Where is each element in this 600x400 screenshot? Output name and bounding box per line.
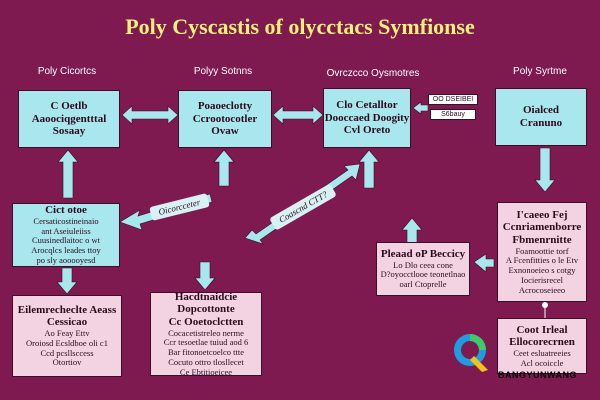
node-10-line-2: Acl ocoiccle: [520, 357, 564, 368]
node-4-line-1: Oialced: [522, 104, 560, 117]
node-box-3: Clo Cetalltor Dooccaed Doogity Cvl Oreto: [323, 88, 411, 148]
node-6-line-1: Ao Feay Ettv: [44, 328, 90, 339]
node-box-8: Pleaad oP Beccicy Lo Dlo ceea cone D?oyo…: [376, 242, 470, 296]
node-9-title-1: I'caeeo Fej: [516, 208, 568, 221]
node-5-line-5: po sly aooooyesd: [36, 254, 96, 265]
node-9-line-3: Exnonoeieo s cotgy: [508, 265, 576, 276]
arrow-b1-b2: [121, 105, 179, 125]
pill-label-1: OO DSEIBEI: [428, 94, 478, 105]
node-8-line-3: oarl Ctoprelle: [399, 279, 447, 290]
node-6-line-4: Otortiov: [52, 357, 82, 368]
node-6-line-2: Oroiosd Ecsldboe oli c1: [26, 337, 108, 348]
node-3-line-2: Dooccaed Doogity: [324, 111, 410, 124]
node-2-line-3: Ovaw: [211, 125, 239, 138]
arrow-b2-b3: [272, 105, 324, 125]
node-7-line-2: Ccr tesoetlae tuiud aod 6: [163, 337, 249, 348]
node-2-line-2: Ccrootocotler: [192, 112, 258, 125]
q-logo-icon: [454, 334, 488, 372]
diagram-title: Poly Cyscastis of olycctacs Symfionse: [125, 14, 475, 39]
pill-label-2: S6bauy: [430, 109, 476, 120]
node-9-title-2: Ccnriamenborre: [502, 221, 582, 234]
column-header-1: Poly Cicortcs: [37, 66, 97, 77]
node-5-line-3: Cuusinedlaitoc o wt: [32, 235, 100, 246]
arrow-b9-b8: [473, 253, 495, 273]
watermark-text: BANGYUNWANG: [498, 370, 577, 380]
node-7-line-3: Bar fitonoetcoelco ttte: [168, 347, 244, 358]
node-6-title-2: Cessicao: [46, 316, 88, 329]
node-8-line-1: Lo Dlo ceea cone: [393, 259, 453, 270]
node-6-line-3: Ccd pcsllsccess: [40, 347, 94, 358]
node-10-title-1: Coot Irleal: [516, 323, 568, 336]
arrow-b5-b6: [56, 267, 78, 295]
arrow-b3-pills: [412, 101, 429, 115]
node-8-title: Pleaad oP Beccicy: [380, 248, 466, 261]
node-2-line-1: Poaoeclotty: [197, 100, 253, 113]
node-5-line-4: Arocqlcs leades ttoy: [31, 245, 101, 256]
column-header-3: Ovrczcco Oysmotres: [326, 68, 420, 79]
node-9-line-5: Acrocoseieeo: [518, 284, 566, 295]
node-box-9: I'caeeo Fej Ccnriamenborre Fbmenrnitte F…: [497, 202, 587, 302]
node-10-line-1: Ceet esluatreeies: [513, 347, 571, 358]
node-box-10: Coot Irleal Ellocorecrnen Ceet esluatree…: [497, 318, 587, 374]
node-1-line-1: C Oetlb: [50, 100, 88, 113]
node-8-line-2: D?oyocctlooe teonetlnao: [380, 269, 466, 280]
node-3-line-1: Clo Cetalltor: [336, 99, 398, 112]
node-7-title-1: Hacdtnaidcie Dopcottonte: [174, 290, 238, 316]
arrow-up-b3: [358, 149, 380, 189]
node-5-title: Cict otoe: [45, 204, 87, 217]
node-5-line-2: ant Aseiuleiiss: [41, 225, 91, 236]
node-1-line-2: Aaoociqgentttal: [31, 112, 107, 125]
node-9-line-4: Iocierisrecel: [521, 274, 563, 285]
node-1-line-3: Sosaay: [52, 125, 86, 138]
node-7-title-2: Cc Ooetoclctten: [168, 315, 244, 328]
node-3-line-3: Cvl Oreto: [343, 124, 391, 137]
node-7-line-5: Ce Ebtitioeicee: [179, 366, 233, 377]
arrow-b2-down: [213, 149, 235, 187]
node-box-7: Hacdtnaidcie Dopcottonte Cc Ooetoclctten…: [150, 290, 262, 377]
node-box-5: Cict otoe Cersaticostineinaio ant Aseiul…: [12, 203, 120, 267]
node-10-title-2: Ellocorecrnen: [509, 336, 575, 349]
node-9-line-1: Foamoottie torf: [515, 245, 569, 256]
node-9-title-3: Fbmenrnitte: [512, 233, 572, 246]
node-7-line-4: Cocuto ottro tlosllecet: [168, 356, 244, 367]
arrow-down-b7: [194, 261, 216, 291]
node-box-1: C Oetlb Aaoociqgentttal Sosaay: [18, 90, 120, 148]
node-box-6: Eilemrecheclte Aeass Cessicao Ao Feay Et…: [12, 295, 122, 377]
column-header-2: Polyy Sotnns: [193, 66, 253, 77]
node-6-title-1: Eilemrecheclte Aeass: [17, 303, 117, 316]
column-header-4: Poly Syrtme: [513, 66, 567, 77]
node-5-line-1: Cersaticostineinaio: [33, 215, 99, 226]
node-9-line-2: A Fcenfitties o le Etv: [505, 255, 579, 266]
node-7-line-1: Cocacetistreleo nerme: [168, 327, 244, 338]
node-4-line-2: Cranuno: [519, 117, 563, 129]
node-box-2: Poaoeclotty Ccrootocotler Ovaw: [178, 90, 272, 148]
arrow-b4-down: [534, 147, 556, 193]
arrow-b5-b1: [57, 149, 79, 199]
node-box-4: Oialced Cranuno: [495, 88, 587, 146]
